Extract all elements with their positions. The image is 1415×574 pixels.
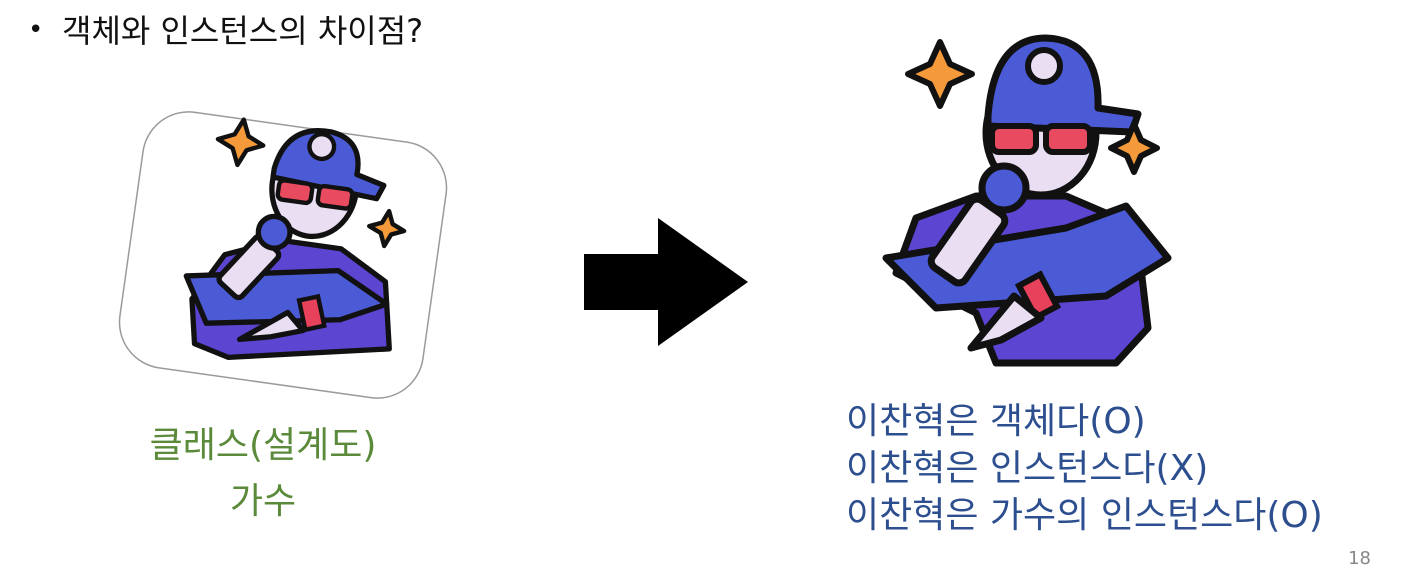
slide-heading: • 객체와 인스턴스의 차이점? (28, 6, 423, 52)
singer-icon (882, 34, 1172, 367)
instance-caption-line2: 이찬혁은 인스턴스다(X) (846, 448, 1209, 489)
right-arrow-icon (584, 218, 748, 346)
page-number: 18 (1348, 548, 1371, 569)
instance-caption: 이찬혁은 객체다(O) 이찬혁은 인스턴스다(X) 이찬혁은 가수의 인스턴스다… (846, 398, 1406, 539)
instance-caption-line1: 이찬혁은 객체다(O) (846, 401, 1146, 442)
heading-text: 객체와 인스턴스의 차이점? (62, 12, 424, 50)
instance-caption-line3: 이찬혁은 가수의 인스턴스다(O) (846, 495, 1323, 536)
class-caption-line1: 클래스(설계도) (149, 425, 377, 466)
class-caption-line2: 가수 (229, 481, 297, 522)
bullet-point: • (28, 15, 44, 45)
singer-sticker-icon (118, 111, 448, 399)
class-caption: 클래스(설계도) 가수 (108, 418, 418, 530)
